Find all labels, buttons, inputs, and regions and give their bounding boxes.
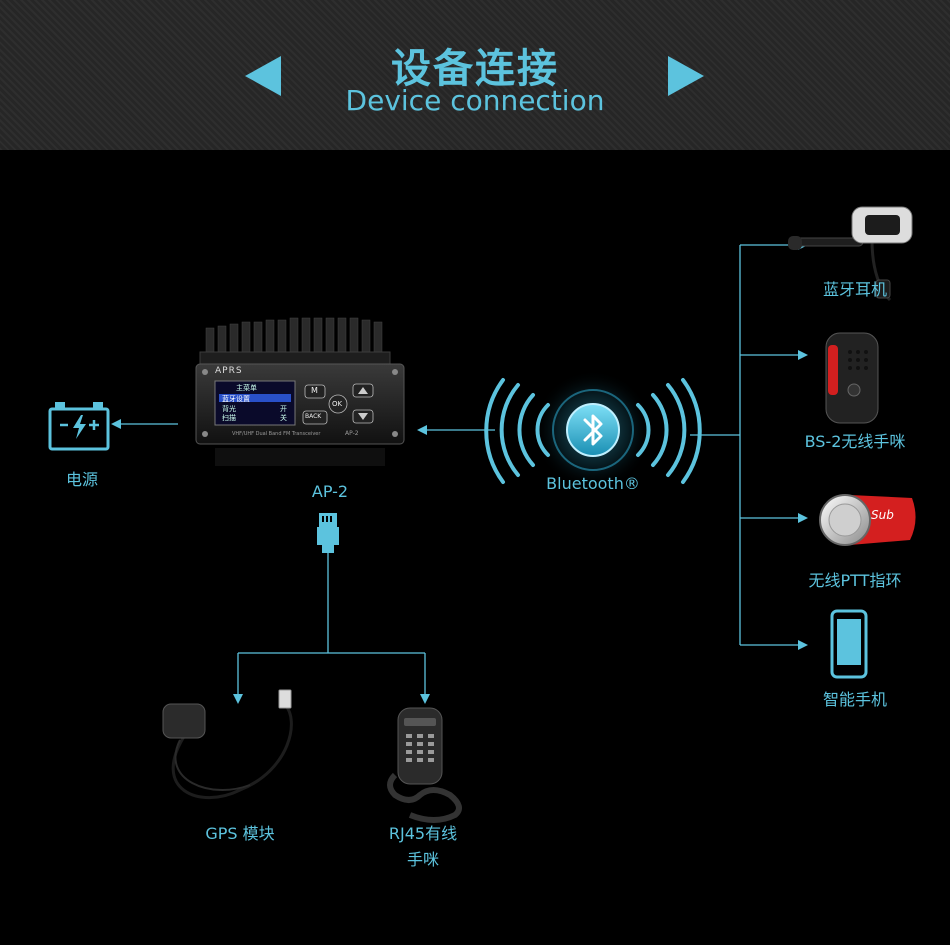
ap2-device-image: [195, 317, 405, 466]
headset-label: 蓝牙耳机: [822, 280, 887, 299]
bluetooth-emblem: [484, 370, 702, 490]
ring-brand-text: Sub: [871, 508, 894, 522]
device-screen-line3: 背光: [222, 405, 236, 413]
next-arrow-icon[interactable]: [668, 56, 704, 96]
arrowhead-device: [417, 425, 427, 435]
header-banner: 设备连接 Device connection: [0, 0, 950, 150]
device-key-back: BACK: [305, 413, 322, 420]
ptt-ring-label: 无线PTT指环: [808, 571, 902, 590]
gps-module-image: [162, 689, 293, 800]
arrowhead-ring: [798, 513, 808, 523]
device-key-ok: OK: [332, 400, 343, 408]
device-screen-right4: 关: [280, 414, 287, 422]
wired-mic-label-line2: 手咪: [406, 850, 439, 869]
rj45-connector-icon: [317, 513, 339, 553]
device-screen-right3: 开: [280, 405, 287, 413]
page-subtitle: Device connection: [345, 84, 605, 117]
arrowhead-bs2: [798, 350, 808, 360]
device-screen-line2: 蓝牙设置: [222, 395, 250, 403]
arrowhead-gps: [233, 694, 243, 704]
previous-arrow-icon[interactable]: [245, 56, 281, 96]
device-key-menu: M: [311, 386, 318, 395]
bs2-mic-image: [825, 332, 879, 424]
wired-mic-label: RJ45有线: [388, 824, 458, 843]
gps-label: GPS 模块: [205, 824, 275, 843]
connector-lines: [118, 244, 800, 697]
device-subtitle: VHF/UHF Dual Band FM Transceiver: [232, 431, 321, 437]
arrowhead-phone: [798, 640, 808, 650]
device-screen-line1: 主菜单: [236, 384, 257, 392]
smartphone-icon: [830, 609, 868, 679]
ptt-ring-image: [819, 494, 916, 546]
power-label: 电源: [65, 470, 98, 489]
ap2-label: AP-2: [311, 482, 349, 501]
device-brand-text: APRS: [215, 366, 243, 376]
bluetooth-label: Bluetooth®: [546, 474, 640, 493]
wired-mic-image: [387, 707, 462, 823]
smartphone-label: 智能手机: [822, 690, 887, 709]
battery-icon: [48, 402, 110, 451]
page-title: 设备连接: [391, 46, 559, 92]
bs2-label: BS-2无线手咪: [804, 432, 906, 451]
arrowhead-power: [111, 419, 121, 429]
device-screen-line4: 扫描: [222, 414, 236, 422]
arrowheads: [111, 240, 808, 704]
arrowhead-mic: [420, 694, 430, 704]
headset-image: [788, 206, 913, 302]
device-model-small: AP-2: [345, 430, 359, 437]
